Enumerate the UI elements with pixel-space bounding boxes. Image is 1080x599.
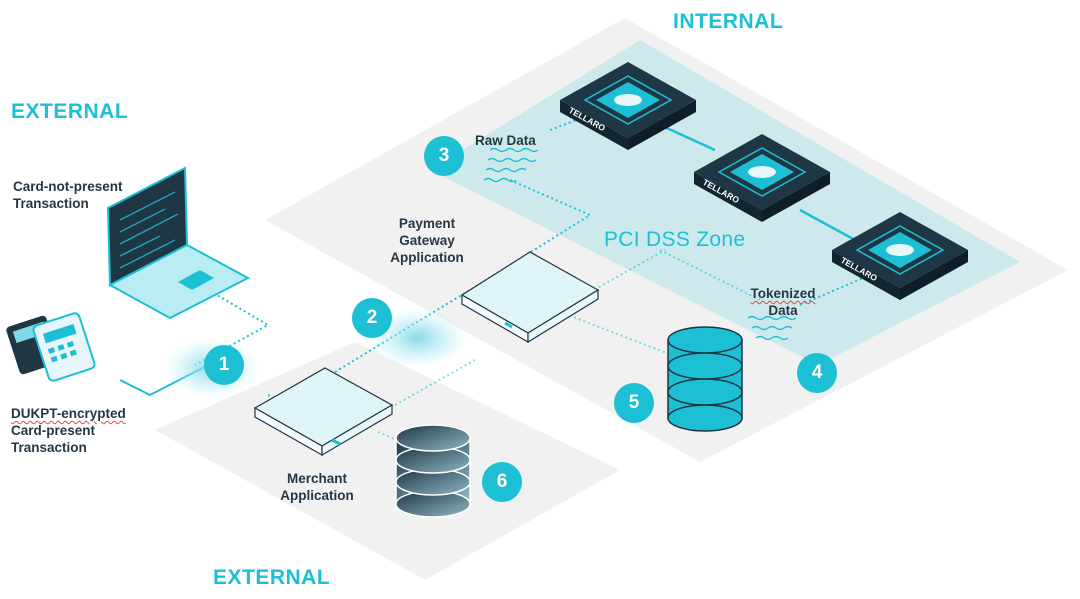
step-badge-3: 3 <box>424 136 464 176</box>
tellaro-node-2 <box>694 134 830 222</box>
payment-gateway-label: Payment Gateway Application <box>372 215 482 266</box>
step-badge-1: 1 <box>204 345 244 385</box>
tellaro-node-1 <box>560 62 696 150</box>
database-5-icon <box>667 326 743 432</box>
card-terminal-icon <box>6 312 96 382</box>
step-badge-4: 4 <box>797 353 837 393</box>
merchant-label: Merchant Application <box>262 470 372 504</box>
payment-gateway-line-3: Application <box>390 250 464 265</box>
tokenized-line-2: Data <box>768 303 798 318</box>
card-present-line-2: Card-present <box>11 423 96 438</box>
tokenized-line-1: Tokenized <box>750 286 816 301</box>
step-badge-2: 2 <box>352 298 392 338</box>
merchant-line-1: Merchant <box>286 471 347 486</box>
tokenized-data-label: Tokenized Data <box>738 285 828 319</box>
payment-gateway-device <box>460 251 600 344</box>
raw-data-binary-icon <box>483 147 539 183</box>
laptop-icon <box>106 166 251 320</box>
card-not-present-line-2: Transaction <box>13 196 89 211</box>
tellaro-node-3 <box>832 212 968 300</box>
external-zone-title-top: EXTERNAL <box>11 100 129 123</box>
database-6-icon <box>395 424 471 518</box>
card-present-line-1: DUKPT-encrypted <box>11 406 126 421</box>
step-badge-5: 5 <box>614 383 654 423</box>
raw-data-label: Raw Data <box>475 133 536 148</box>
merchant-line-2: Application <box>280 488 354 503</box>
payment-gateway-line-2: Gateway <box>399 233 455 248</box>
card-present-line-3: Transaction <box>11 440 87 455</box>
payment-gateway-line-1: Payment <box>398 216 456 231</box>
tokenized-data-binary-icon <box>747 315 797 341</box>
card-present-label: DUKPT-encrypted Card-present Transaction <box>11 405 126 456</box>
card-not-present-line-1: Card-not-present <box>13 179 123 194</box>
pci-dss-zone-label: PCI DSS Zone <box>604 228 746 251</box>
internal-zone-title: INTERNAL <box>673 10 784 33</box>
step-badge-6: 6 <box>482 462 522 502</box>
cloud-2 <box>368 308 468 368</box>
external-zone-title-bottom: EXTERNAL <box>213 566 331 589</box>
merchant-device <box>253 367 394 457</box>
card-not-present-label: Card-not-present Transaction <box>13 178 123 212</box>
